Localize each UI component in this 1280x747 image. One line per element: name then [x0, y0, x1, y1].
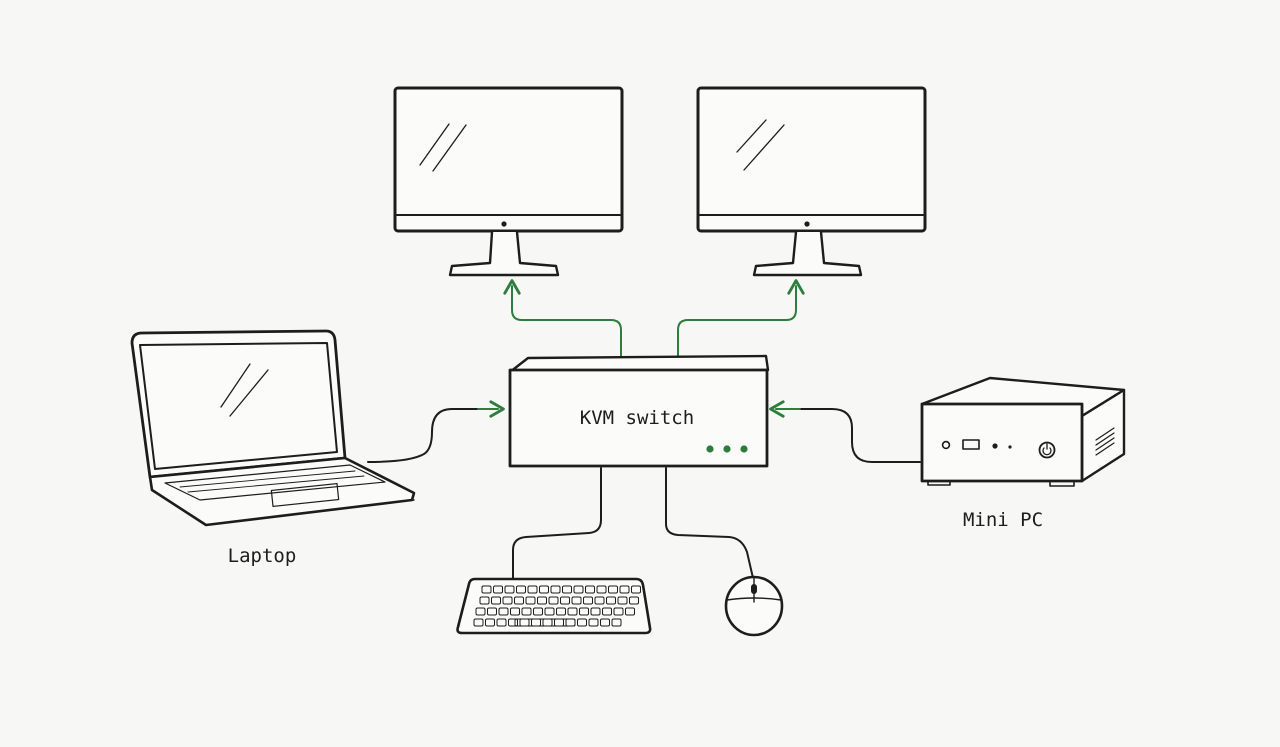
keyboard-key: [585, 585, 595, 594]
keyboard-key: [577, 618, 587, 627]
keyboard-key: [631, 585, 641, 594]
video-wire-left: [503, 279, 622, 357]
laptop-label: Laptop: [228, 545, 297, 567]
keyboard-key: [498, 607, 509, 616]
keyboard-key: [496, 618, 507, 627]
keyboard-key: [544, 607, 555, 616]
keyboard-icon: [456, 577, 652, 635]
keyboard-key: [516, 585, 526, 594]
keyboard-key: [504, 585, 515, 594]
kvm-switch-icon: [508, 354, 770, 468]
keyboard-key: [573, 585, 584, 594]
monitor-icon: [696, 86, 927, 277]
keyboard-key: [475, 607, 486, 616]
keyboard-key: [562, 585, 572, 594]
keyboard-key: [600, 618, 610, 627]
monitor-left: [393, 86, 624, 277]
keyboard-key: [596, 585, 607, 594]
keyboard-key: [550, 585, 561, 594]
laptop-icon: [130, 329, 416, 527]
keyboard-key: [539, 585, 549, 594]
keyboard-key: [479, 596, 490, 605]
keyboard-key: [571, 596, 582, 605]
keyboard-key: [625, 607, 635, 616]
keyboard-key: [629, 596, 639, 605]
keyboard-wire: [512, 467, 602, 579]
keyboard-key: [481, 585, 492, 594]
keyboard-key: [567, 607, 578, 616]
keyboard-key: [521, 607, 532, 616]
laptop: [130, 329, 416, 527]
indicator-led: [723, 445, 731, 453]
keyboard-key: [594, 596, 605, 605]
mini-pc-wire: [799, 408, 921, 463]
keyboard-key: [588, 618, 599, 627]
keyboard-key: [491, 596, 501, 605]
mini-pc-icon: [920, 376, 1126, 487]
keyboard-key: [485, 618, 495, 627]
kvm-switch-label: KVM switch: [580, 407, 694, 429]
keyboard-spacebar: [514, 618, 576, 627]
mouse-wire: [665, 467, 754, 579]
mini-pc: [920, 376, 1126, 487]
keyboard-key: [502, 596, 513, 605]
indicator-led: [740, 445, 748, 453]
keyboard-key: [613, 607, 624, 616]
monitor-icon: [393, 86, 624, 277]
indicator-led: [706, 445, 714, 453]
keyboard-key: [602, 607, 612, 616]
keyboard-key: [560, 596, 570, 605]
keyboard-key: [619, 585, 630, 594]
keyboard-key: [556, 607, 566, 616]
laptop-wire: [367, 408, 479, 463]
mouse: [724, 575, 784, 637]
keyboard-key: [525, 596, 536, 605]
keyboard-key: [508, 618, 518, 627]
keyboard: [456, 577, 652, 635]
mini-pc-label: Mini PC: [963, 509, 1043, 531]
keyboard-key: [590, 607, 601, 616]
keyboard-key: [583, 596, 593, 605]
keyboard-key: [514, 596, 524, 605]
keyboard-key: [487, 607, 497, 616]
keyboard-key: [510, 607, 520, 616]
keyboard-key: [579, 607, 589, 616]
keyboard-key: [473, 618, 484, 627]
keyboard-key: [527, 585, 538, 594]
keyboard-key: [548, 596, 559, 605]
keyboard-key: [611, 618, 622, 627]
monitor-right: [696, 86, 927, 277]
video-wire-right: [677, 279, 805, 357]
keyboard-key: [608, 585, 618, 594]
keyboard-key: [537, 596, 547, 605]
keyboard-key: [493, 585, 503, 594]
kvm-switch: [508, 354, 770, 468]
mouse-icon: [724, 575, 784, 637]
keyboard-key: [617, 596, 628, 605]
keyboard-key: [606, 596, 616, 605]
keyboard-key: [533, 607, 543, 616]
